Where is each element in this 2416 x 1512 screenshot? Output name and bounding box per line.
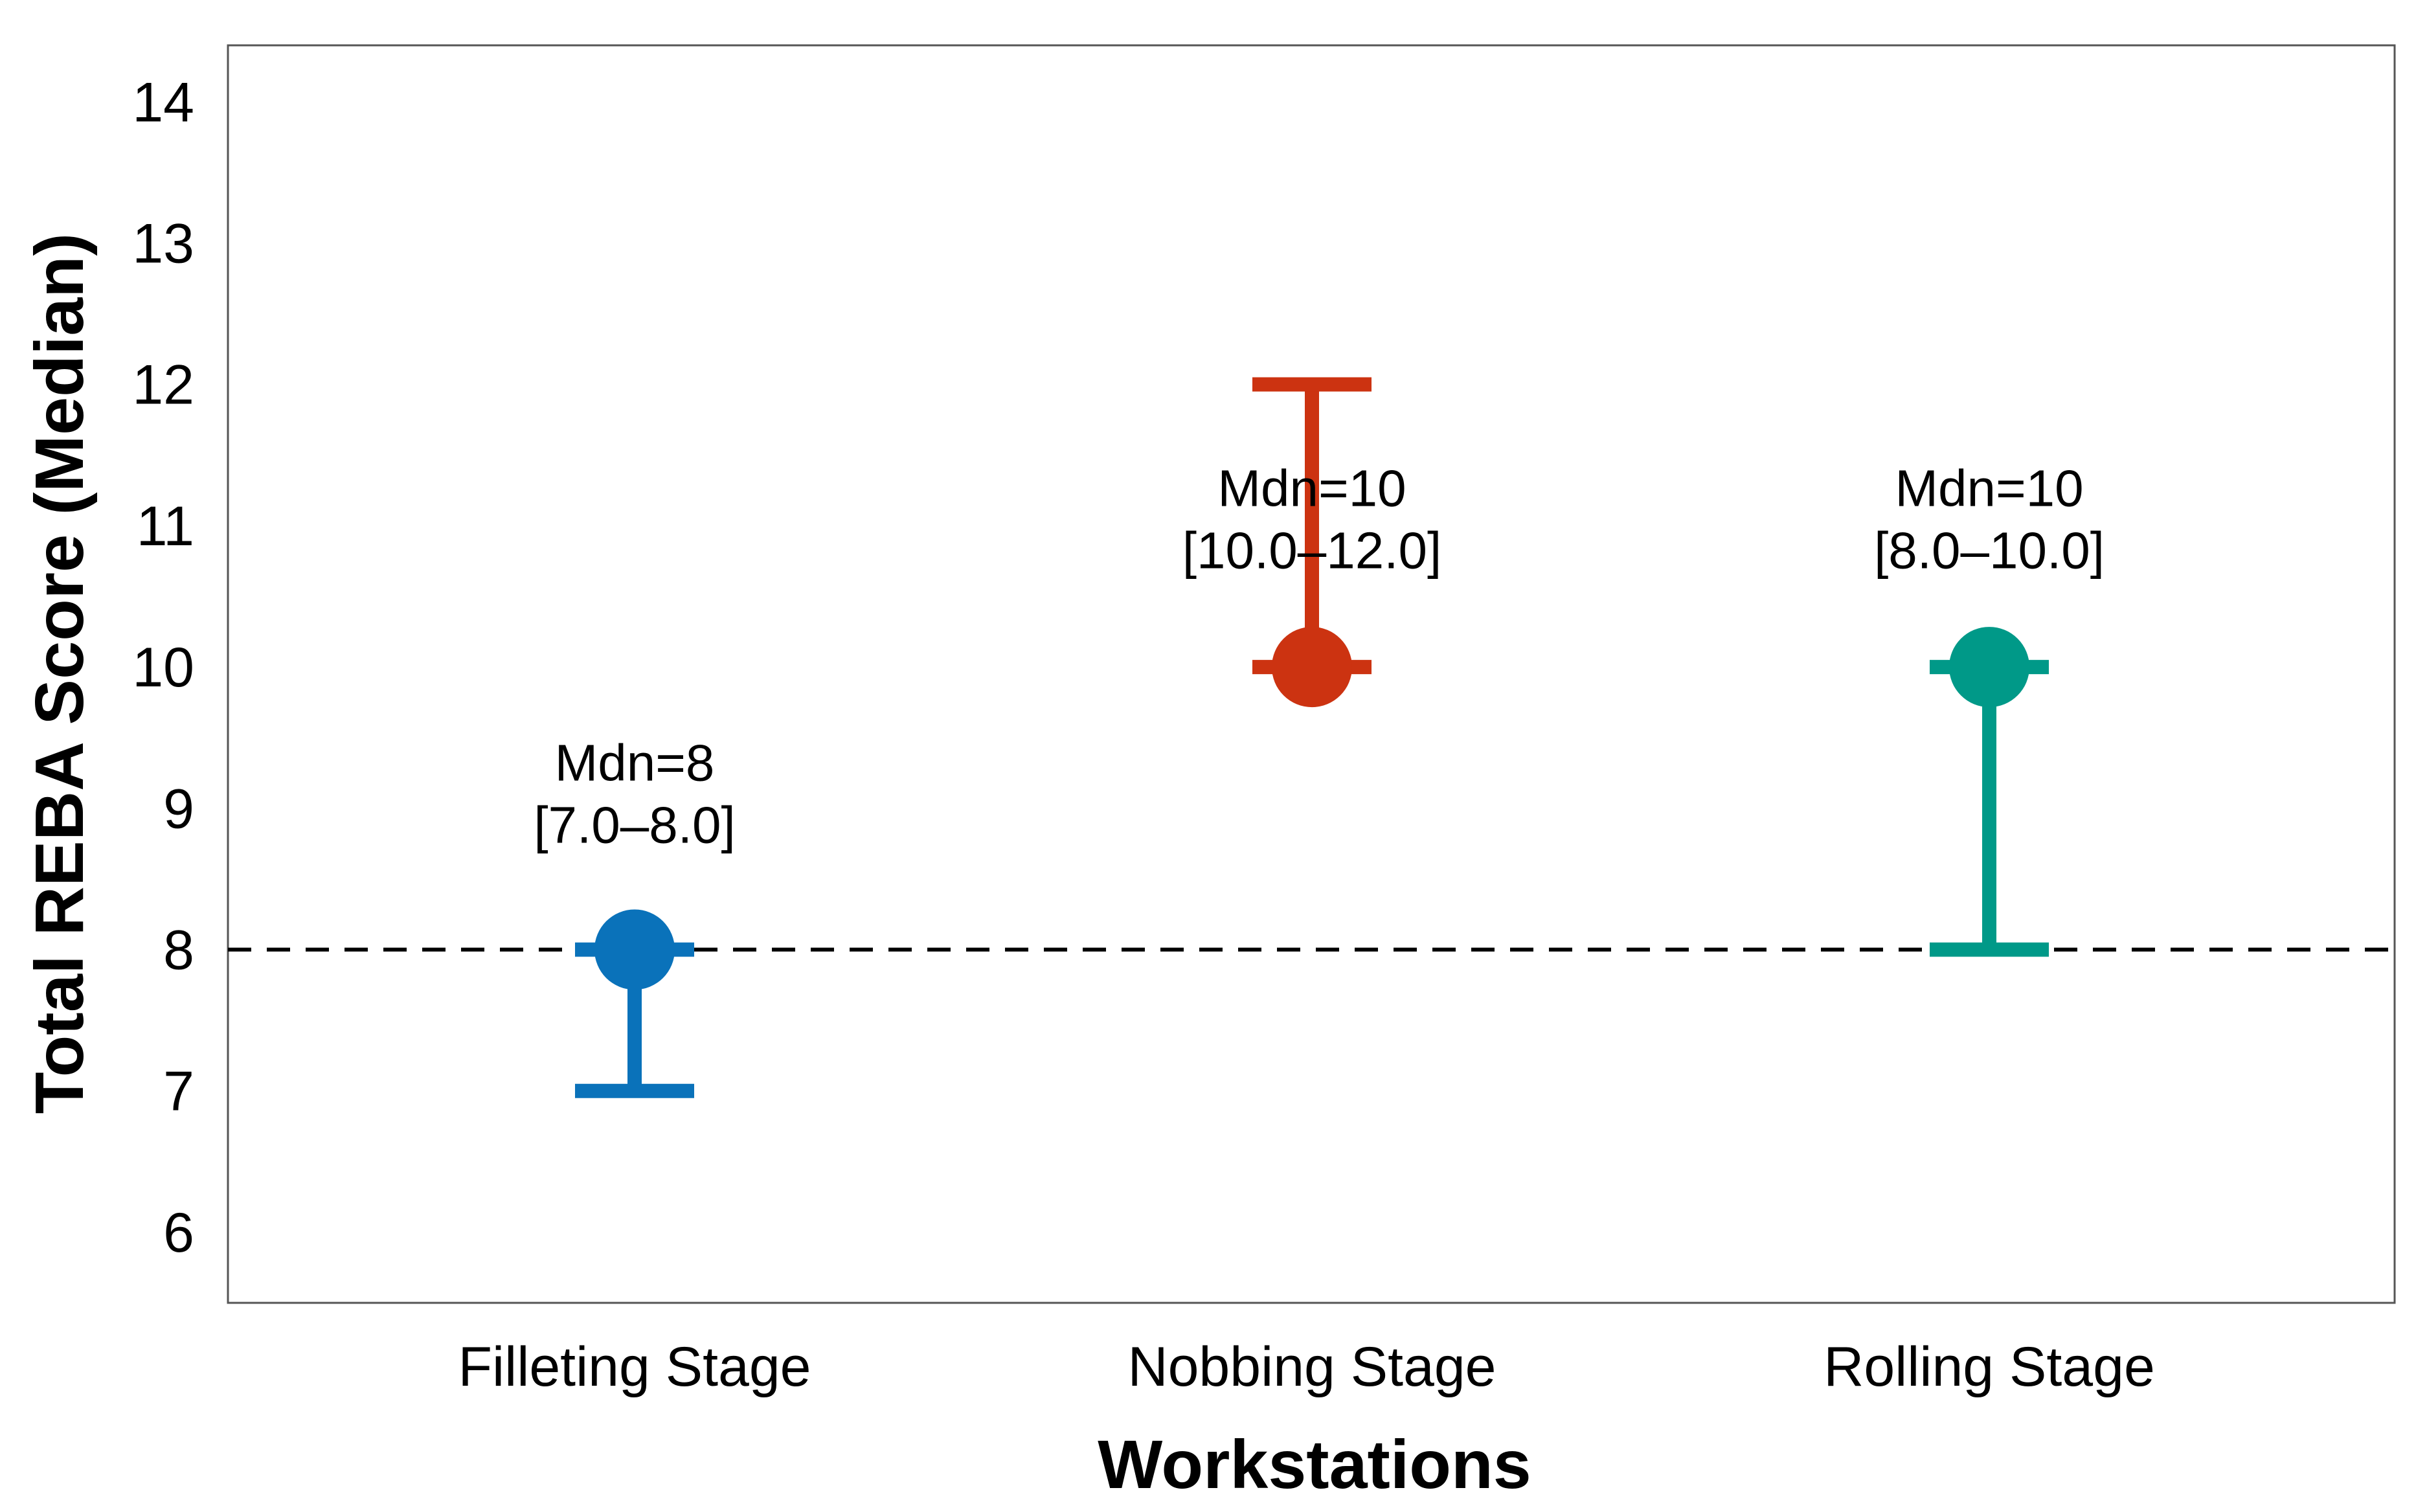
y-axis-title: Total REBA Score (Median) (21, 233, 98, 1114)
median-label: Mdn=10 (1895, 459, 2083, 517)
y-tick-label: 8 (163, 919, 194, 981)
y-tick-label: 14 (132, 71, 194, 133)
point-group: Mdn=8[7.0–8.0] (534, 734, 736, 1098)
x-axis-title: Workstations (1098, 1427, 1531, 1503)
y-tick-label: 13 (132, 212, 194, 275)
chart-marks: Mdn=8[7.0–8.0]Mdn=10[10.0–12.0]Mdn=10[8.… (534, 377, 2105, 1098)
x-axis-ticks: Filleting Stage Nobbing Stage Rolling Stag… (458, 1336, 2155, 1398)
y-tick-label: 6 (163, 1202, 194, 1264)
median-point (1949, 627, 2029, 708)
y-tick-label: 10 (132, 637, 194, 699)
x-tick-label: Rolling Stage (1823, 1336, 2155, 1398)
x-tick-label: Nobbing Stage (1128, 1336, 1496, 1398)
range-label: [8.0–10.0] (1874, 521, 2105, 579)
y-tick-label: 12 (132, 354, 194, 416)
y-axis-ticks: 6 7 8 9 10 11 12 13 14 (132, 71, 194, 1264)
median-point (594, 909, 675, 990)
median-label: Mdn=8 (555, 734, 715, 791)
point-group: Mdn=10[10.0–12.0] (1182, 377, 1441, 708)
range-label: [7.0–8.0] (534, 796, 735, 853)
point-group: Mdn=10[8.0–10.0] (1874, 459, 2105, 957)
y-tick-label: 11 (137, 495, 194, 558)
y-tick-label: 7 (163, 1061, 194, 1123)
x-tick-label: Filleting Stage (458, 1336, 811, 1398)
median-point (1272, 627, 1352, 708)
range-label: [10.0–12.0] (1182, 521, 1441, 579)
median-label: Mdn=10 (1217, 459, 1406, 517)
y-tick-label: 9 (163, 778, 194, 840)
